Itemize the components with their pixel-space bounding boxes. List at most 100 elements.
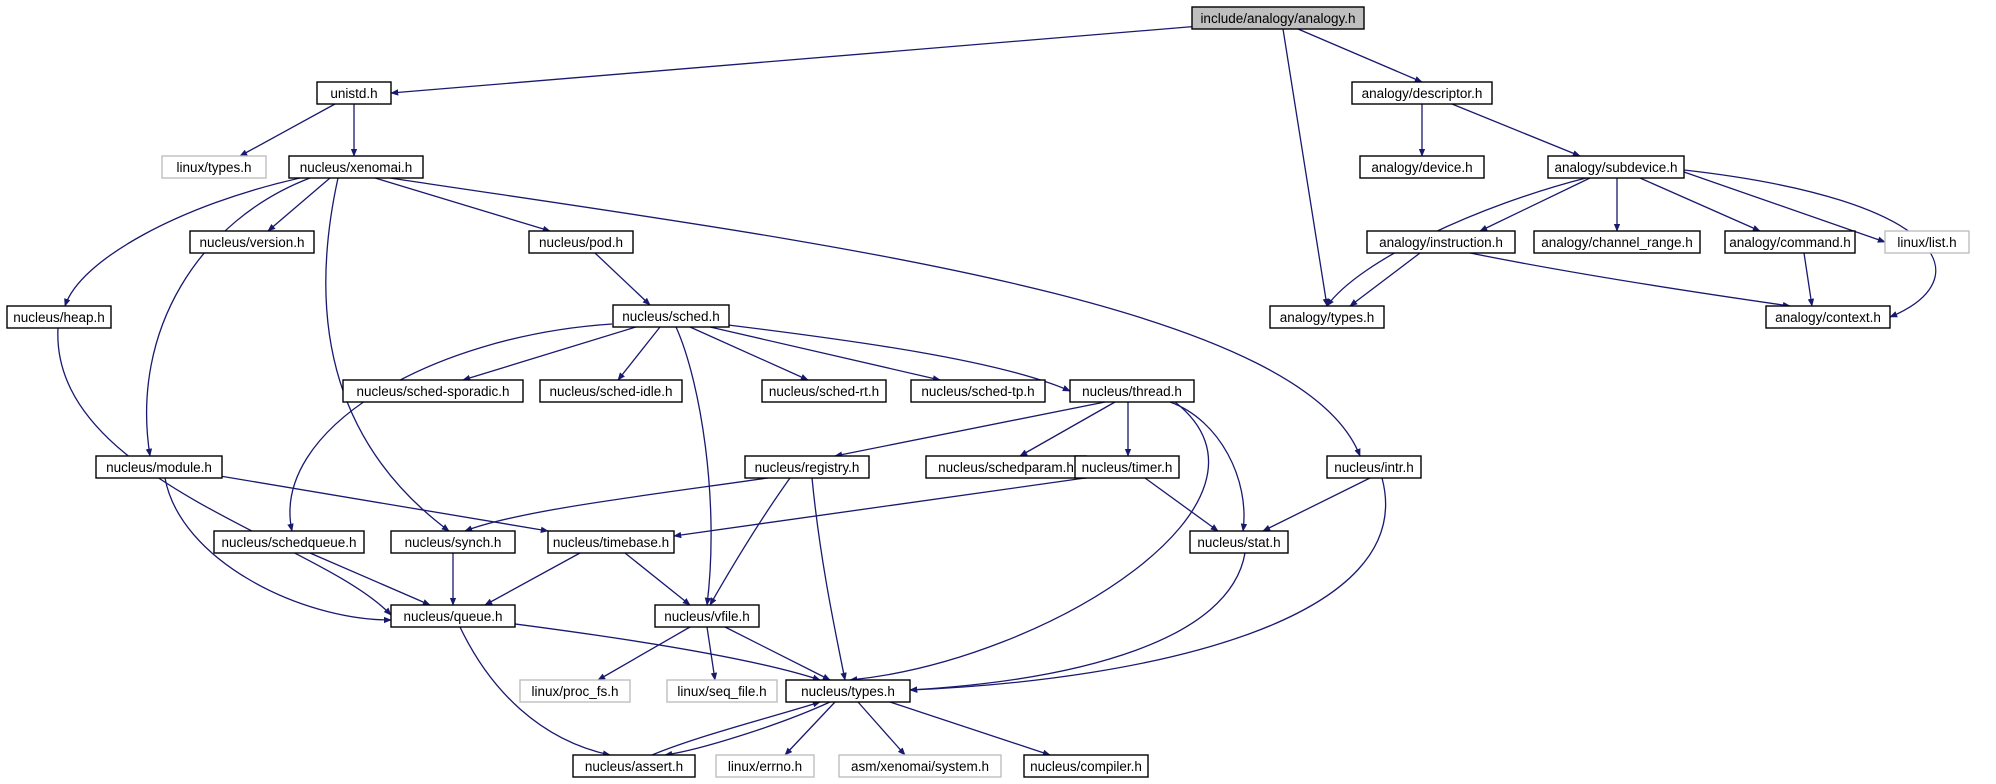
node-label: linux/types.h [176,160,251,175]
node-schedparam[interactable]: nucleus/schedparam.h [925,455,1087,479]
node-label: nucleus/types.h [801,684,895,699]
node-box [95,455,223,479]
node-schedqueue[interactable]: nucleus/schedqueue.h [213,530,365,554]
node-box [1326,455,1422,479]
node-label: nucleus/sched-sporadic.h [356,384,509,399]
edge-assert-to-n_types [651,701,821,756]
node-box [838,754,1002,778]
node-box [1189,530,1289,554]
node-box [572,754,696,778]
node-errno[interactable]: linux/errno.h [715,754,815,778]
node-label: analogy/command.h [1729,235,1851,250]
node-unistd[interactable]: unistd.h [316,81,392,105]
edge-xenomai-to-intr [389,177,1361,457]
node-label: nucleus/sched-idle.h [549,384,672,399]
node-box [1884,230,1970,254]
node-label: analogy/instruction.h [1379,235,1503,250]
edge-sched-to-vfile [675,326,712,606]
node-n-types[interactable]: nucleus/types.h [785,679,911,703]
node-rt[interactable]: nucleus/sched-rt.h [761,379,887,403]
node-box [666,679,778,703]
node-timer[interactable]: nucleus/timer.h [1074,455,1180,479]
node-box [785,679,911,703]
edge-sched-to-sporadic [462,326,637,381]
node-box [189,230,315,254]
node-label: analogy/types.h [1280,310,1375,325]
node-label: nucleus/heap.h [13,310,105,325]
node-label: unistd.h [330,86,377,101]
node-proc-fs[interactable]: linux/proc_fs.h [519,679,631,703]
edge-root-to-a_types [1282,28,1330,307]
edge-module-to-timebase [219,475,549,533]
node-command[interactable]: analogy/command.h [1724,230,1856,254]
node-system[interactable]: asm/xenomai/system.h [838,754,1002,778]
node-label: linux/seq_file.h [677,684,766,699]
edge-root-to-unistd [390,25,1201,96]
node-instruction[interactable]: analogy/instruction.h [1366,230,1516,254]
node-version[interactable]: nucleus/version.h [189,230,315,254]
node-label: nucleus/queue.h [403,609,502,624]
node-stat[interactable]: nucleus/stat.h [1189,530,1289,554]
node-sched[interactable]: nucleus/sched.h [612,304,730,328]
node-context[interactable]: analogy/context.h [1765,305,1891,329]
node-box [547,530,675,554]
edge-timer-to-timebase [673,477,1086,539]
node-label: nucleus/version.h [199,235,304,250]
node-intr[interactable]: nucleus/intr.h [1326,455,1422,479]
node-box [539,379,683,403]
node-label: analogy/subdevice.h [1554,160,1677,175]
node-compiler[interactable]: nucleus/compiler.h [1023,754,1149,778]
node-box [161,155,267,179]
node-box [715,754,815,778]
node-channel-range[interactable]: analogy/channel_range.h [1533,230,1701,254]
node-sporadic[interactable]: nucleus/sched-sporadic.h [342,379,524,403]
node-label: include/analogy/analogy.h [1200,11,1355,26]
node-label: nucleus/assert.h [585,759,683,774]
node-tp[interactable]: nucleus/sched-tp.h [910,379,1046,403]
node-timebase[interactable]: nucleus/timebase.h [547,530,675,554]
node-box [1724,230,1856,254]
node-label: nucleus/sched-rt.h [769,384,879,399]
node-descriptor[interactable]: analogy/descriptor.h [1351,81,1493,105]
node-heap[interactable]: nucleus/heap.h [6,305,112,329]
node-module[interactable]: nucleus/module.h [95,455,223,479]
edge-xenomai-to-module [145,177,311,457]
node-idle[interactable]: nucleus/sched-idle.h [539,379,683,403]
edge-queue-to-n_types [499,621,821,681]
node-root[interactable]: include/analogy/analogy.h [1191,6,1365,30]
edge-root-to-descriptor [1297,28,1423,83]
node-box [288,155,424,179]
edge-pod-to-sched [594,252,651,306]
node-xenomai[interactable]: nucleus/xenomai.h [288,155,424,179]
node-label: linux/proc_fs.h [531,684,618,699]
node-label: nucleus/sched.h [622,309,720,324]
node-thread[interactable]: nucleus/thread.h [1069,379,1195,403]
node-vfile[interactable]: nucleus/vfile.h [654,604,760,628]
node-linux-list[interactable]: linux/list.h [1884,230,1970,254]
node-synch[interactable]: nucleus/synch.h [390,530,516,554]
node-registry[interactable]: nucleus/registry.h [744,455,870,479]
edge-module-to-queue [164,477,392,624]
node-assert[interactable]: nucleus/assert.h [572,754,696,778]
edge-sched-to-rt [689,326,809,381]
node-box [1547,155,1685,179]
edge-xenomai-to-synch [325,177,450,532]
node-device[interactable]: analogy/device.h [1359,155,1485,179]
node-subdevice[interactable]: analogy/subdevice.h [1547,155,1685,179]
node-queue[interactable]: nucleus/queue.h [390,604,516,628]
edge-instruction-to-a_types [1349,252,1421,307]
edge-heap-to-queue [57,327,392,616]
node-box [213,530,365,554]
edge-thread-to-registry [834,401,1106,458]
node-label: nucleus/schedqueue.h [221,535,356,550]
node-a-types[interactable]: analogy/types.h [1269,305,1385,329]
edge-unistd-to-linux_types [239,103,336,157]
node-seq-file[interactable]: linux/seq_file.h [666,679,778,703]
node-pod[interactable]: nucleus/pod.h [528,230,634,254]
node-label: nucleus/intr.h [1334,460,1414,475]
edge-n_types-to-compiler [889,701,1051,756]
edge-registry-to-synch [464,477,769,532]
node-linux-types[interactable]: linux/types.h [161,155,267,179]
node-box [1023,754,1149,778]
